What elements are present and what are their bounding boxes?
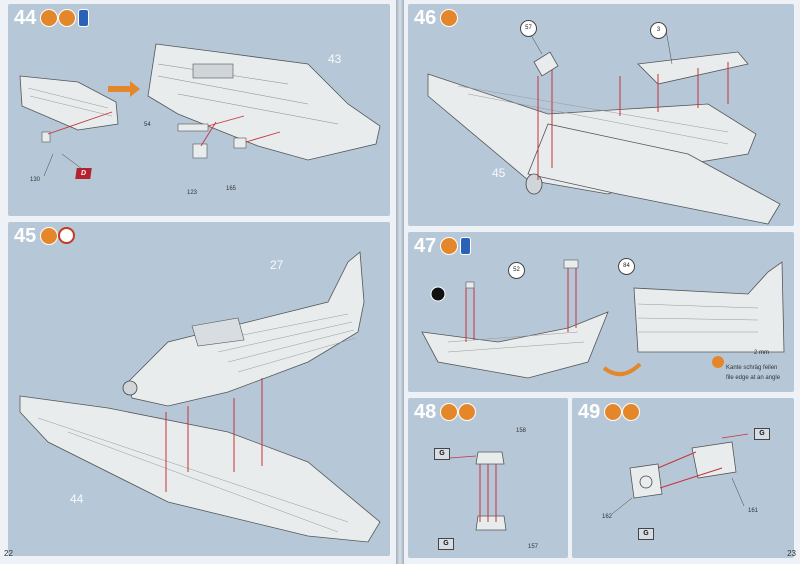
glue-badge: G: [438, 538, 454, 550]
glue-bottle-icon: [460, 237, 471, 255]
paint-brush-icon: [40, 227, 58, 245]
step-49-number: 49: [578, 401, 601, 423]
step-45-fuselage-overlay: 27: [270, 258, 284, 272]
part-84-callout: 84: [618, 258, 635, 275]
paint-pot-icon: [58, 9, 76, 27]
left-page: 44: [0, 0, 396, 564]
step-47-number: 47: [414, 235, 437, 257]
step-47-panel: 47 52 84 2 mm Kante schräg fe: [408, 232, 794, 392]
step-46-number: 46: [414, 7, 437, 29]
paint-brush-icon: [604, 403, 622, 421]
part-162-label: 162: [602, 514, 613, 520]
paint-pot-icon: [622, 403, 640, 421]
part-158-label: 158: [516, 428, 527, 434]
step-48-drawing: [449, 451, 507, 531]
glue-bottle-icon: [78, 9, 89, 27]
step-46-panel: 46 57 3 45: [408, 4, 794, 226]
file-tool-icon: [712, 356, 724, 368]
step-48-panel: 48 158 157 G G: [408, 398, 568, 558]
note-english: file edge at an angle: [726, 375, 781, 381]
step-47-drawing: [421, 259, 785, 379]
part-130-label: 130: [30, 177, 41, 183]
part-54-label: 54: [144, 122, 151, 128]
page-number-left: 22: [4, 549, 13, 558]
note-german: Kante schräg feilen: [726, 365, 778, 371]
paint-brush-icon: [40, 9, 58, 27]
decal-badge: D: [75, 168, 92, 179]
page-number-right: 23: [787, 549, 796, 558]
step-49-drawing: [611, 433, 749, 515]
glue-badge: G: [754, 428, 770, 440]
glue-badge: G: [638, 528, 654, 540]
paint-brush-icon: [440, 9, 458, 27]
step-44-number: 44: [14, 7, 37, 29]
step-49-panel: 49 162 161 G G: [572, 398, 794, 558]
right-page: 46 57 3 45 47: [404, 0, 800, 564]
step-44-panel: 44: [8, 4, 390, 216]
part-161-label: 161: [748, 508, 759, 514]
direction-arrow-icon: [108, 81, 140, 97]
part-157-label: 157: [528, 544, 539, 550]
part-123-label: 123: [187, 190, 198, 196]
step-44-overlay-number: 43: [328, 52, 342, 66]
book-gutter: [396, 0, 404, 564]
part-52-callout: 52: [508, 262, 525, 279]
part-165-label: 165: [226, 186, 237, 192]
paint-brush-icon: [440, 403, 458, 421]
part-57-callout: 57: [520, 20, 537, 37]
step-45-panel: 45 27 44: [8, 222, 390, 556]
step-44-drawing: [19, 43, 381, 177]
step-45-drawing: [19, 251, 381, 543]
measure-label: 2 mm: [754, 350, 769, 356]
rotate-arrow-icon: [602, 362, 642, 376]
paint-pot-icon: [458, 403, 476, 421]
paint-brush-icon: [440, 237, 458, 255]
step-46-overlay-number: 45: [492, 166, 506, 180]
part-3-callout: 3: [650, 22, 667, 39]
step-45-wing-overlay: 44: [70, 492, 84, 506]
step-45-number: 45: [14, 225, 37, 247]
clock-icon: [58, 227, 75, 244]
step-46-drawing: [427, 29, 781, 225]
glue-badge: G: [434, 448, 450, 460]
step-48-number: 48: [414, 401, 437, 423]
